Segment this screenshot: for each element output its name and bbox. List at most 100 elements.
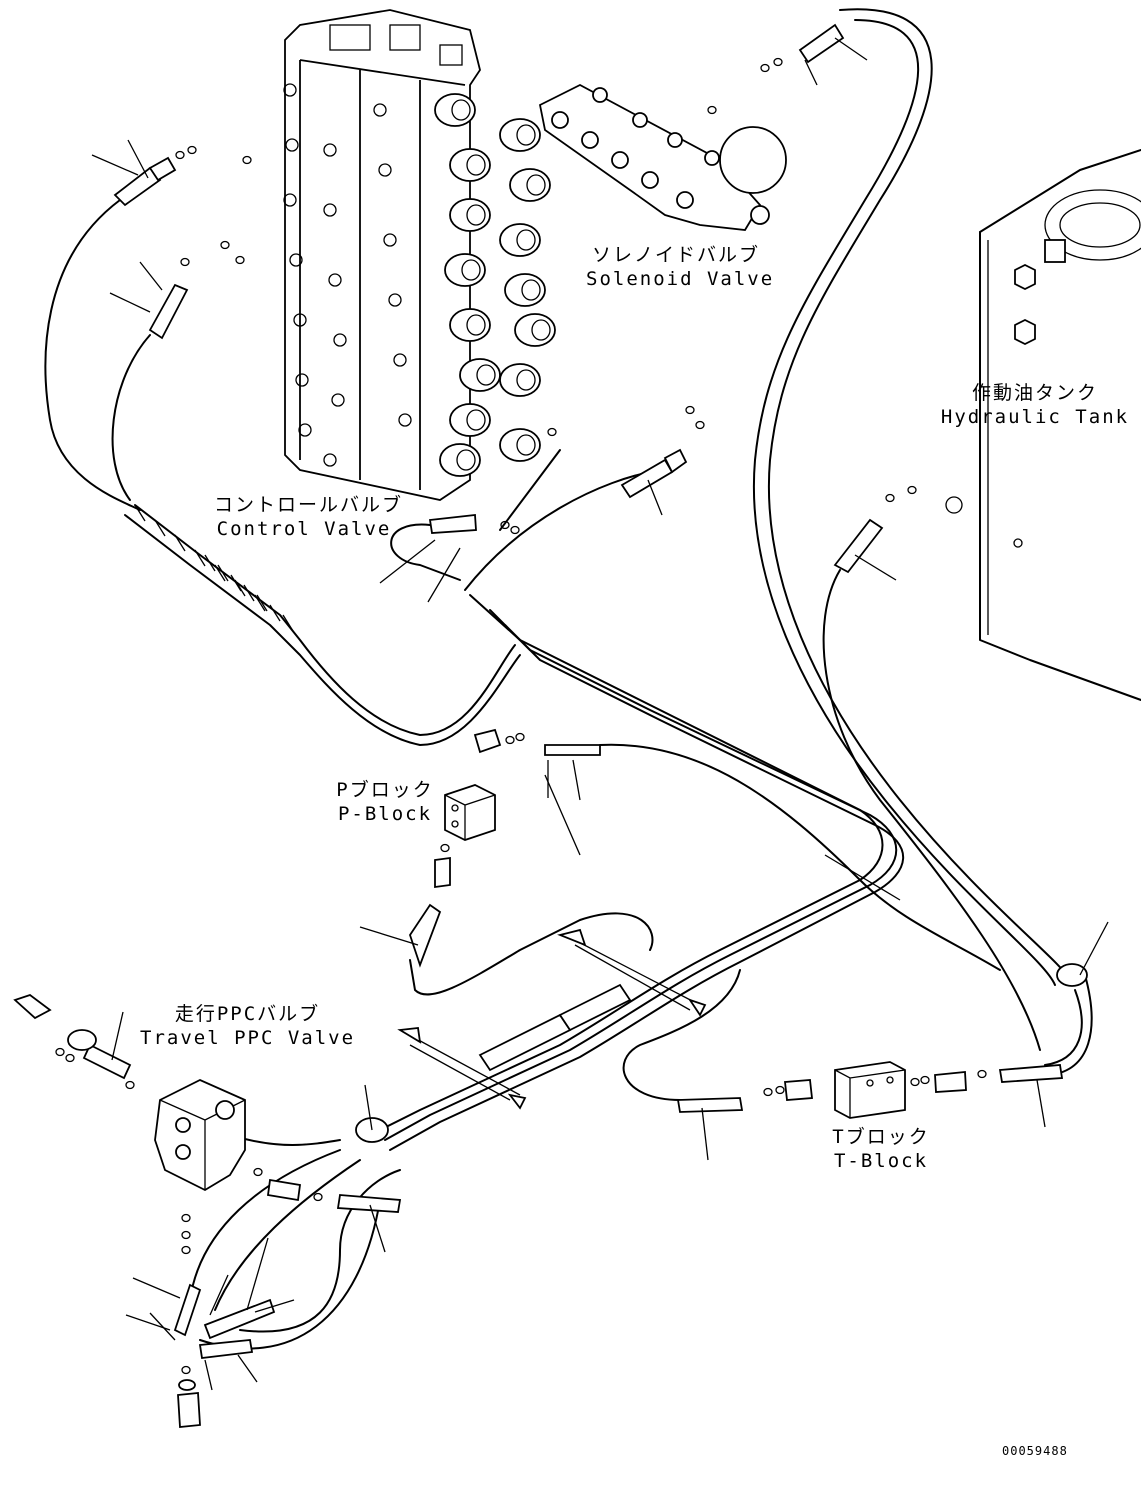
hydraulic-tank-label-jp: 作動油タンク <box>971 382 1098 404</box>
leader-line <box>204 1359 213 1391</box>
o-ring <box>910 1077 920 1087</box>
mounting-hole <box>331 393 345 407</box>
o-rings <box>55 57 987 1375</box>
sleeve-ring <box>234 579 246 597</box>
control-valve-spool <box>449 403 491 437</box>
control-valve-spool <box>449 308 491 342</box>
control-valve-spool-cap <box>516 124 536 146</box>
t-block-body <box>784 1061 967 1119</box>
o-ring <box>313 1192 323 1202</box>
o-ring <box>763 1087 773 1097</box>
hydraulic-tank-label-en: Hydraulic Tank <box>940 406 1130 428</box>
control-valve-label-jp: コントロールバルブ <box>214 494 404 516</box>
control-valve-spool <box>499 363 541 397</box>
hydraulic-tank-label: 作動油タンク Hydraulic Tank <box>940 381 1130 429</box>
mounting-hole <box>298 423 312 437</box>
control-valve-spool-cap <box>516 229 536 251</box>
leader-line <box>139 261 163 291</box>
leader-line <box>854 554 897 581</box>
leader-line <box>254 1299 295 1313</box>
o-ring <box>920 1075 930 1085</box>
leader-line <box>369 1204 386 1253</box>
o-ring <box>65 1053 75 1063</box>
o-ring <box>181 1245 191 1255</box>
solenoid-valve-label-en: Solenoid Valve <box>586 268 775 290</box>
o-ring <box>547 427 557 437</box>
o-ring <box>885 493 895 503</box>
control-valve-spool <box>514 313 556 347</box>
sleeve-ring <box>174 534 186 552</box>
control-valve-spool-cap <box>466 409 486 431</box>
sleeve-ring <box>204 554 216 572</box>
control-valve-spool-cap <box>451 99 471 121</box>
control-valve-label-en: Control Valve <box>216 518 392 540</box>
control-valve-spool-cap <box>516 434 536 456</box>
sleeve-ring <box>134 504 146 522</box>
leader-line <box>359 926 419 946</box>
mounting-hole <box>393 353 407 367</box>
leader-lines <box>91 37 1109 1391</box>
travel-ppc-valve-label-en: Travel PPC Valve <box>140 1027 356 1049</box>
control-valve-spool-cap <box>456 449 476 471</box>
control-valve-spool <box>459 358 501 392</box>
control-valve-spool-cap <box>521 279 541 301</box>
leader-line <box>824 854 901 901</box>
o-ring <box>500 520 510 530</box>
leader-line <box>132 1277 181 1299</box>
control-valve-spool <box>499 118 541 152</box>
leader-line <box>427 547 461 603</box>
o-ring <box>773 57 783 67</box>
sleeve-ring <box>256 594 268 612</box>
leader-line <box>701 1107 709 1161</box>
solenoid-valve-body <box>538 83 787 231</box>
travel-ppc-valve-label-jp: 走行PPCバルブ <box>174 1003 321 1025</box>
hose-fittings <box>82 23 1064 1359</box>
control-valve-spool-cap <box>476 364 496 386</box>
hoses <box>44 8 1093 1350</box>
o-ring <box>175 150 185 160</box>
leader-line <box>111 1011 124 1061</box>
control-valve-body <box>283 9 556 501</box>
leader-line <box>149 1312 176 1341</box>
o-ring <box>181 1213 191 1223</box>
leader-line <box>544 774 581 856</box>
travel-ppc-valve-label: 走行PPCバルブ Travel PPC Valve <box>140 1002 355 1050</box>
solenoid-valve-label: ソレノイドバルブ Solenoid Valve <box>586 243 775 291</box>
o-ring <box>181 1230 191 1240</box>
control-valve-spool <box>434 93 476 127</box>
sleeve-ring <box>214 564 226 582</box>
control-valve-spool <box>439 443 481 477</box>
mounting-hole <box>378 163 392 177</box>
control-valve-spool <box>499 428 541 462</box>
o-ring <box>775 1085 785 1095</box>
o-ring <box>253 1167 263 1177</box>
leader-line <box>834 37 868 61</box>
mounting-hole <box>388 293 402 307</box>
mounting-hole <box>293 313 307 327</box>
leader-line <box>127 139 149 179</box>
t-block-label-en: T-Block <box>833 1150 929 1172</box>
leader-line <box>209 1274 229 1316</box>
leader-line <box>379 539 436 584</box>
mounting-hole <box>333 333 347 347</box>
control-valve-spool-cap <box>526 174 546 196</box>
mounting-hole <box>283 193 297 207</box>
p-block-label-en: P-Block <box>337 803 433 825</box>
travel-ppc-valve-body <box>13 993 302 1428</box>
control-valve-spool <box>499 223 541 257</box>
mounting-hole <box>283 83 297 97</box>
t-block-label: Tブロック T-Block <box>826 1125 936 1173</box>
sleeve-ring <box>230 574 242 592</box>
o-ring <box>505 735 515 745</box>
sleeve-ring <box>154 519 166 537</box>
o-ring <box>242 155 252 165</box>
o-ring <box>977 1069 987 1079</box>
control-valve-spool-cap <box>466 204 486 226</box>
mounting-hole <box>289 253 303 267</box>
sleeve-ring <box>217 564 229 582</box>
mounting-hole <box>295 373 309 387</box>
p-block-label-jp: Pブロック <box>336 779 434 801</box>
sleeve-ring <box>254 594 266 612</box>
control-valve-spool-cap <box>466 314 486 336</box>
